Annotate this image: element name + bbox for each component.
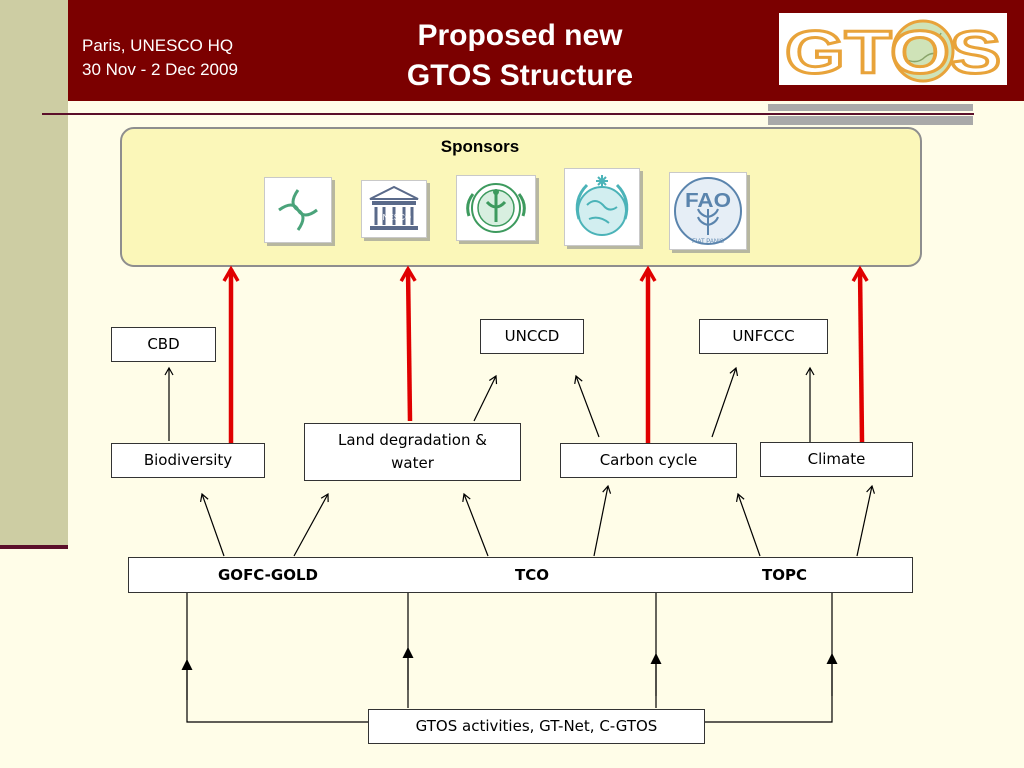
red-arrow-climate <box>851 265 869 443</box>
title-line-2: GTOS Structure <box>406 59 634 92</box>
arrow-carbon-unfccc <box>711 366 739 438</box>
arrow-tco-land <box>462 492 489 557</box>
left-sidebar-band <box>0 0 68 548</box>
unesco-emblem-graphic: UNESCO <box>369 185 419 230</box>
land-degradation-box: Land degradation & water <box>304 423 521 481</box>
carbon-cycle-box: Carbon cycle <box>560 443 737 478</box>
title-line-1: Proposed new <box>417 19 623 52</box>
topc-label: TOPC <box>762 566 807 584</box>
loop-line-left <box>186 590 369 723</box>
fao-emblem-graphic: FAO FIAT PANIS <box>674 177 742 245</box>
gtos-logo-text: GTOS <box>785 19 1001 85</box>
venue-dates: 30 Nov - 2 Dec 2009 <box>82 60 238 79</box>
venue-location: Paris, UNESCO HQ <box>82 36 234 55</box>
unesco-emblem: UNESCO <box>361 180 427 238</box>
gtos-logo-graphic: GTOS <box>784 18 1003 88</box>
climate-box: Climate <box>760 442 913 477</box>
unfccc-box: UNFCCC <box>699 319 828 354</box>
wmo-emblem-graphic <box>575 175 629 236</box>
gtos-logo: GTOS <box>779 13 1007 88</box>
gray-accent-bar-top <box>768 104 973 111</box>
gtos-activities-box: GTOS activities, GT-Net, C-GTOS <box>368 709 705 744</box>
slide-title: Proposed new GTOS Structure <box>380 16 660 96</box>
wmo-emblem <box>564 168 640 246</box>
arrow-topc-climate <box>856 484 876 557</box>
icsu-emblem-graphic <box>278 189 318 231</box>
fao-emblem-text: FAO <box>685 190 731 212</box>
unep-emblem <box>456 175 536 241</box>
unccd-box: UNCCD <box>480 319 584 354</box>
icsu-emblem <box>264 177 332 243</box>
loop-line-right <box>705 590 833 723</box>
red-arrow-land-degradation <box>399 265 417 422</box>
cbd-box: CBD <box>111 327 216 362</box>
unep-emblem-graphic <box>466 183 526 233</box>
tco-label: TCO <box>515 566 549 584</box>
left-sidebar-divider <box>0 545 68 549</box>
venue-info: Paris, UNESCO HQ 30 Nov - 2 Dec 2009 <box>82 34 238 82</box>
land-degradation-line-2: water <box>391 454 434 472</box>
arrow-land-unccd <box>473 374 498 422</box>
sponsors-title: Sponsors <box>440 137 520 156</box>
observing-systems-bar <box>128 557 913 593</box>
gray-accent-bar-bottom <box>768 116 973 125</box>
arrow-topc-carbon <box>735 492 761 557</box>
arrow-gofc-biodiversity <box>199 492 225 557</box>
unesco-emblem-text: UNESCO <box>377 213 411 222</box>
fao-emblem-motto: FIAT PANIS <box>692 239 724 245</box>
arrow-tco-carbon <box>593 484 612 557</box>
land-degradation-line-1: Land degradation & <box>338 431 487 449</box>
fao-emblem: FAO FIAT PANIS <box>669 172 747 250</box>
arrow-carbon-unccd <box>574 374 600 438</box>
arrow-gofc-land <box>293 492 329 557</box>
gofc-gold-label: GOFC-GOLD <box>218 566 318 584</box>
biodiversity-box: Biodiversity <box>111 443 265 478</box>
header-rule <box>42 113 974 115</box>
